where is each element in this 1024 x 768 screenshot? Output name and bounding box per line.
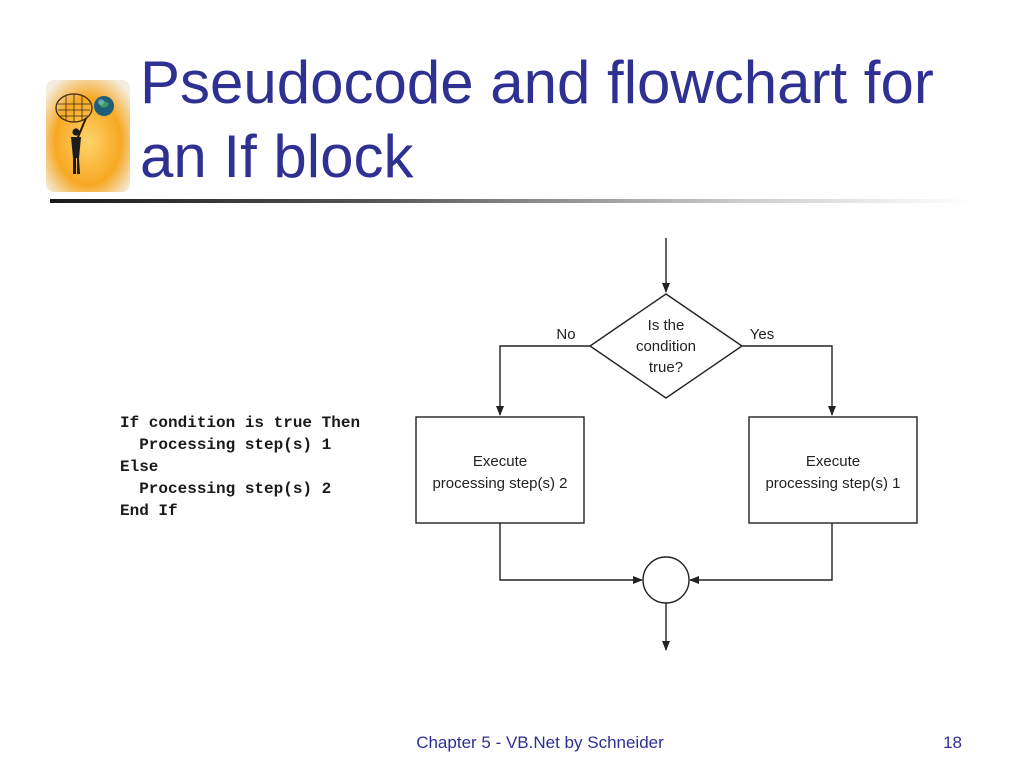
- decision-diamond: [588, 293, 744, 399]
- process-box-else-line-1: Execute: [473, 453, 527, 470]
- else-merge-arrow: [499, 523, 643, 584]
- process-box-then-line-2: processing step(s) 1: [765, 475, 900, 492]
- yes-branch-arrow: [742, 345, 836, 416]
- process-box-else: [415, 416, 585, 524]
- page-title: Pseudocode and flowchart for an If block: [140, 46, 1010, 194]
- pseudocode-line: Processing step(s) 2: [120, 480, 332, 498]
- merge-connector-circle: [642, 556, 690, 604]
- process-box-then: [748, 416, 918, 524]
- title-line-2: an If block: [140, 123, 414, 190]
- if-block-flowchart: Is the condition true? No Yes Execute pr…: [415, 238, 918, 651]
- title-line-1: Pseudocode and flowchart for: [140, 49, 934, 116]
- no-branch-arrow: [496, 345, 590, 416]
- footer-page-number: 18: [943, 733, 962, 752]
- slide-logo: [46, 80, 130, 192]
- pseudocode-block: If condition is true Then Processing ste…: [120, 412, 360, 522]
- footer-chapter-text: Chapter 5 - VB.Net by Schneider: [416, 733, 664, 752]
- pseudocode-line: End If: [120, 502, 178, 520]
- person-with-net-catching-globe-icon: [46, 80, 130, 192]
- decision-text-line-3: true?: [649, 359, 683, 376]
- yes-label: Yes: [750, 326, 774, 343]
- process-box-else-line-2: processing step(s) 2: [432, 475, 567, 492]
- pseudocode-line: Else: [120, 458, 159, 476]
- title-divider: [50, 199, 970, 203]
- process-box-then-line-1: Execute: [806, 453, 860, 470]
- then-merge-arrow: [689, 523, 833, 584]
- decision-text-line-2: condition: [636, 338, 696, 355]
- no-label: No: [556, 326, 575, 343]
- pseudocode-line: Processing step(s) 1: [120, 436, 332, 454]
- pseudocode-line: If condition is true Then: [120, 414, 361, 432]
- decision-text-line-1: Is the: [648, 317, 685, 334]
